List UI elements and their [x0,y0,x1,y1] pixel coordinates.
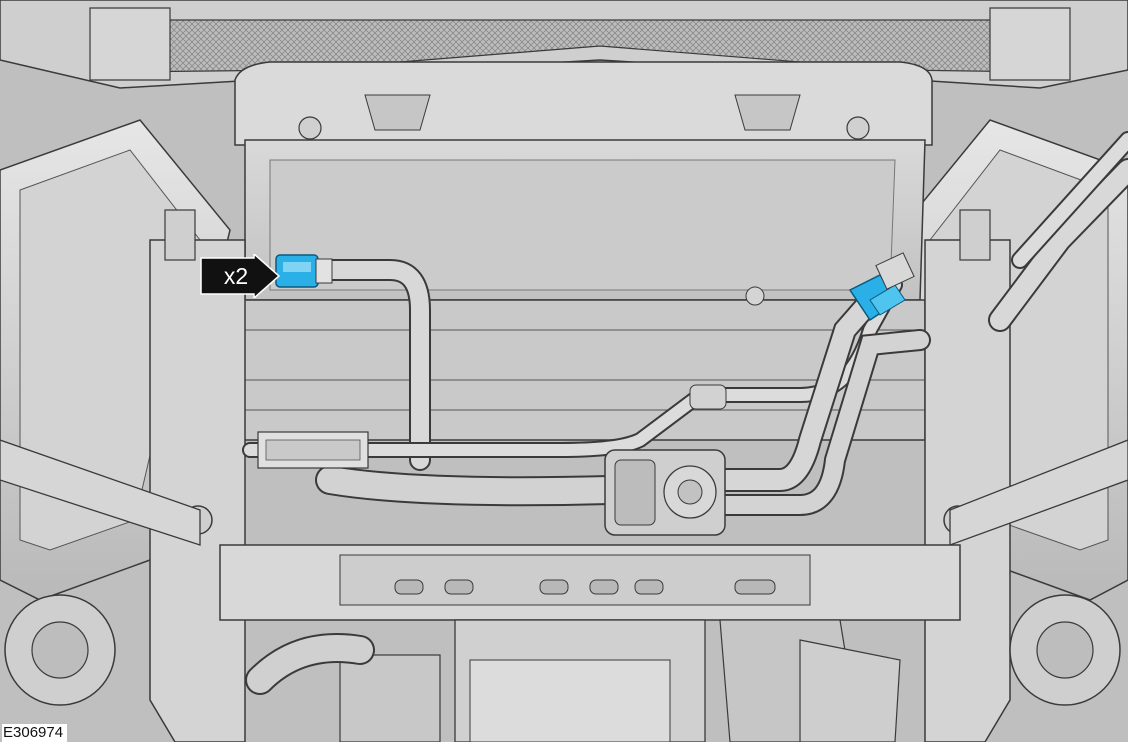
lower-components [4,594,1121,742]
lower-crossmember [219,544,961,621]
callout-arrow-icon [200,254,280,298]
callout-label: x2 [223,263,249,289]
radiator-assembly [234,61,933,441]
figure-id: E306974 [2,724,68,742]
coolant-hoses [242,131,1128,695]
hose-brackets [257,384,727,469]
coolant-pump [604,449,726,536]
highlighted-quick-connect-right [848,252,915,322]
quantity-callout: x2 [200,254,280,298]
highlighted-quick-connect-left [275,254,333,288]
